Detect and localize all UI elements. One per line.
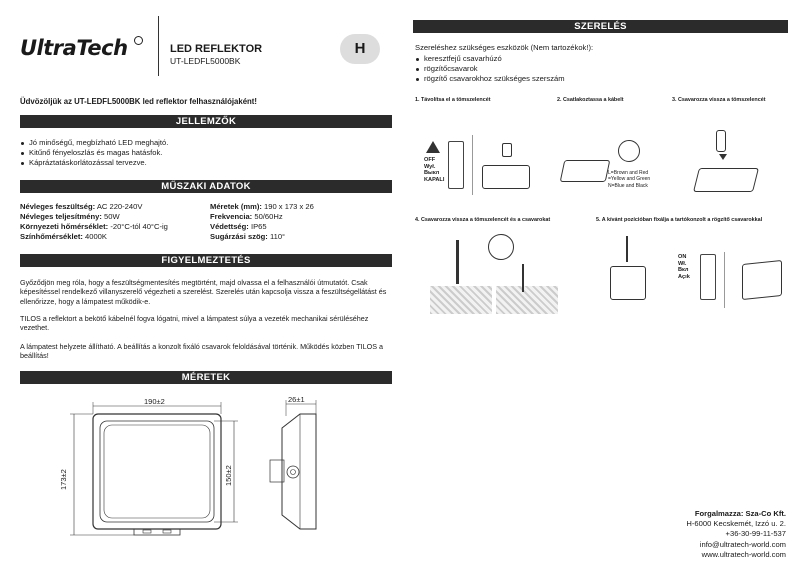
floodlight-icon (610, 266, 646, 300)
gland-icon (502, 143, 512, 157)
magnifier-icon (488, 234, 514, 260)
drill-icon (456, 240, 459, 284)
brand-name: UltraTech (20, 36, 128, 60)
contact-block: Forgalmazza: Sza-Co Kft. H-6000 Kecskemé… (686, 509, 786, 560)
language-badge: H (340, 34, 380, 64)
specs-heading: MŰSZAKI ADATOK (20, 180, 392, 193)
step-3-illustration (688, 128, 788, 200)
screw-icon (716, 130, 726, 152)
spec-row: Frekvencia: 50/60Hz (210, 212, 283, 221)
features-heading: JELLEMZŐK (20, 115, 392, 128)
dim-height-label: 173±2 (59, 469, 68, 490)
step-1-illustration: OFF Wył. Выкл KAPALI (420, 135, 540, 197)
spec-row: Környezeti hőmérséklet: -20°C-tól 40°C-i… (20, 222, 168, 231)
list-item: Kitűnő fényeloszlás és magas hatásfok. (20, 148, 390, 158)
dim-inner-label: 150±2 (224, 465, 233, 486)
front-view (70, 402, 238, 536)
terminal-icon (618, 140, 640, 162)
product-title: LED REFLEKTOR (170, 43, 263, 55)
warning-triangle-icon (426, 141, 440, 153)
step-2-caption: 2. Csatlakoztassa a kábelt (557, 97, 624, 103)
dimension-drawing: 190±2 173±2 150±2 26±1 (59, 395, 317, 536)
floodlight-icon (559, 160, 611, 182)
brand-logo: UltraTech (20, 36, 128, 60)
step-4-caption: 4. Csavarozza vissza a tömszelencét és a… (415, 217, 551, 223)
warning-heading: FIGYELMEZTETÉS (20, 254, 392, 267)
distributor-line: Forgalmazza: Sza-Co Kft. (694, 509, 786, 518)
side-view (269, 400, 317, 530)
tools-intro: Szereléshez szükséges eszközök (Nem tart… (415, 43, 594, 52)
anchor-icon (522, 264, 524, 292)
switch-off-panel: OFF Wył. Выкл KAPALI (424, 157, 445, 183)
header-divider (158, 16, 159, 76)
warning-paragraph-2: TILOS a reflektort a bekötő kábelnél fog… (20, 314, 369, 333)
screwdriver-icon (626, 236, 628, 262)
wire-legend: L=Brown and Red =Yellow and Green N=Blue… (608, 170, 651, 189)
specs-left: Névleges feszültség: AC 220-240V Névlege… (20, 202, 210, 242)
spec-row: Sugárzási szög: 110° (210, 232, 286, 241)
install-heading: SZERELÉS (413, 20, 788, 33)
switch-box-icon (700, 254, 716, 300)
floodlight-icon (482, 165, 530, 189)
step-5-illustration: ON Wł. Вкл Açık (600, 232, 790, 312)
switch-box-icon (448, 141, 464, 189)
list-item: keresztfejű csavarhúzó (415, 54, 775, 64)
divider (724, 252, 725, 308)
step-2-illustration: L=Brown and Red =Yellow and Green N=Blue… (548, 130, 666, 200)
divider (472, 135, 473, 195)
spec-row: Védettség: IP65 (210, 222, 267, 231)
arrow-down-icon (719, 154, 727, 160)
step-3-caption: 3. Csavarozza vissza a tömszelencét (672, 97, 766, 103)
email-link[interactable]: info@ultratech-world.com (699, 539, 786, 549)
spec-row: Színhőmérséklet: 4000K (20, 232, 107, 241)
step-5-caption: 5. A kívánt pozícióban fixálja a tartóko… (596, 217, 763, 223)
phone: +36-30-99-11-537 (725, 529, 786, 539)
website-link[interactable]: www.ultratech-world.com (701, 549, 786, 559)
tools-list: keresztfejű csavarhúzó rögzítőcsavarok r… (415, 54, 775, 84)
address: H-6000 Kecskemét, Izzó u. 2. (686, 519, 786, 529)
welcome-text: Üdvözöljük az UT-LEDFL5000BK led reflekt… (20, 97, 257, 106)
floodlight-icon (693, 168, 759, 192)
switch-on-panel: ON Wł. Вкл Açık (678, 254, 690, 280)
list-item: Kápráztatáskorlátozással tervezve. (20, 158, 390, 168)
specs-right: Méretek (mm): 190 x 173 x 26 Frekvencia:… (210, 202, 390, 242)
wall-section-right (496, 286, 558, 314)
logo-mark-icon (134, 36, 143, 45)
warning-paragraph-1: Győződjön meg róla, hogy a feszültségmen… (20, 278, 387, 306)
warning-paragraph-3: A lámpatest helyzete állítható. A beállí… (20, 342, 384, 361)
dim-depth-label: 26±1 (288, 395, 305, 404)
step-1-caption: 1. Távolítsa el a tömszelencét (415, 97, 491, 103)
features-list: Jó minőségű, megbízható LED meghajtó. Ki… (20, 138, 390, 168)
dimensions-heading: MÉRETEK (20, 371, 392, 384)
step-4-illustration (430, 234, 560, 316)
list-item: rögzítőcsavarok (415, 64, 775, 74)
dim-width-label: 190±2 (144, 397, 165, 406)
floodlight-mounted-icon (742, 259, 782, 301)
list-item: Jó minőségű, megbízható LED meghajtó. (20, 138, 390, 148)
spec-row: Névleges teljesítmény: 50W (20, 212, 120, 221)
spec-row: Méretek (mm): 190 x 173 x 26 (210, 202, 314, 211)
wall-section-left (430, 286, 492, 314)
product-code: UT-LEDFL5000BK (170, 56, 241, 66)
list-item: rögzítő csavarokhoz szükséges szerszám (415, 74, 775, 84)
spec-row: Névleges feszültség: AC 220-240V (20, 202, 143, 211)
